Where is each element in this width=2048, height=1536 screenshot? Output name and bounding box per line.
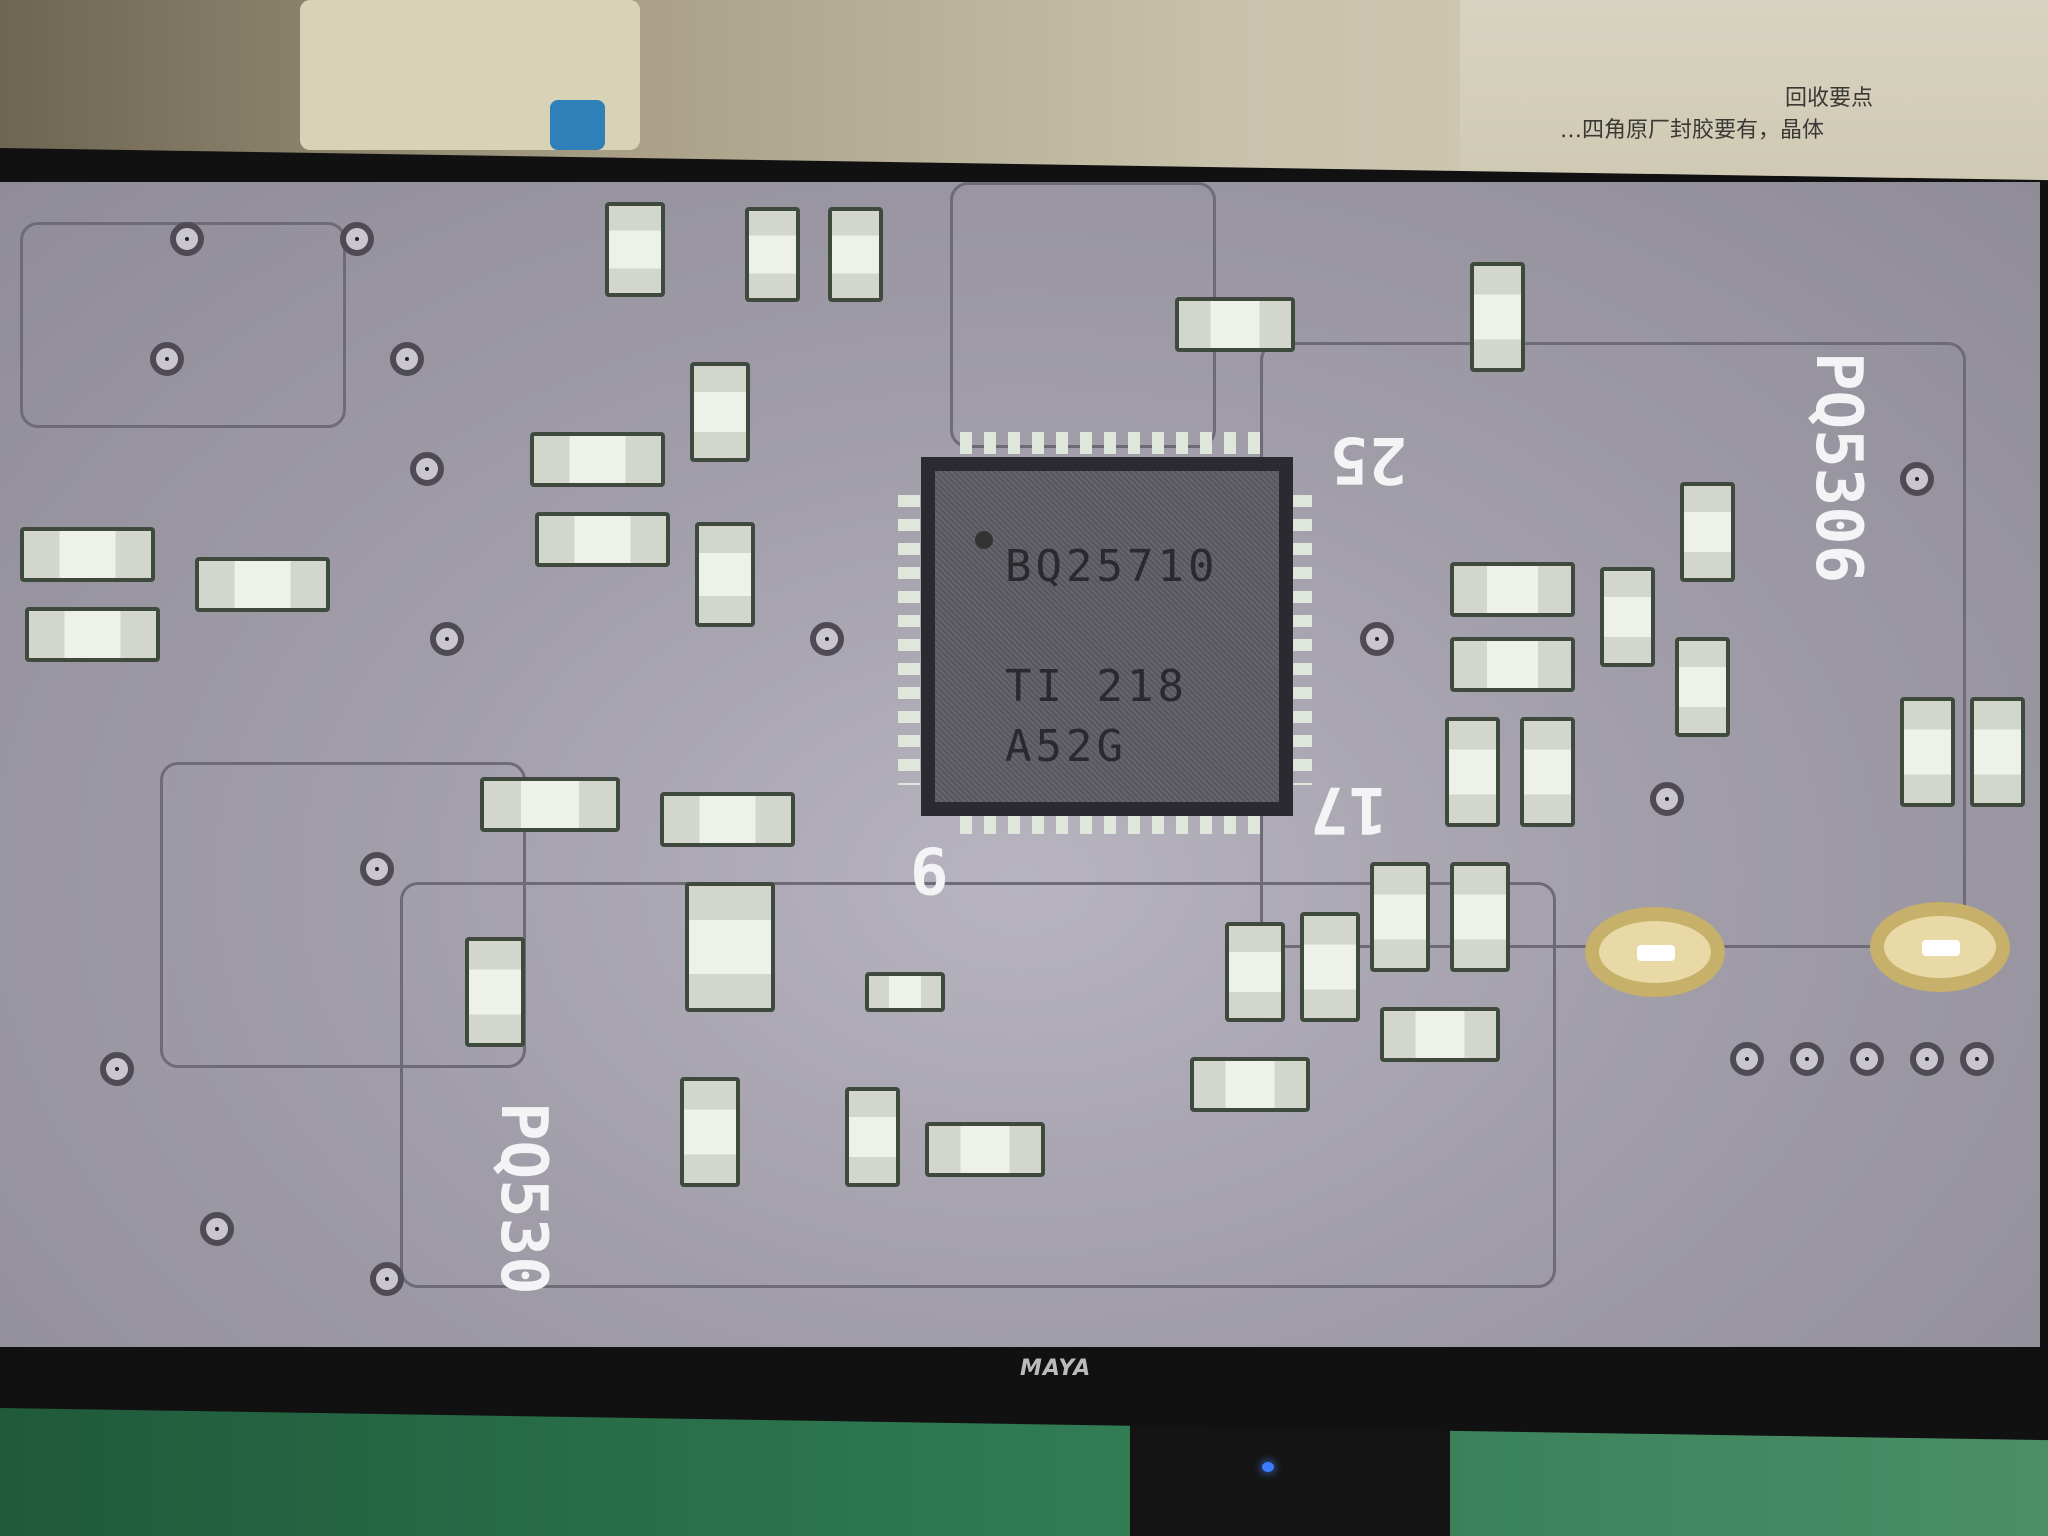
pcb-via bbox=[170, 222, 204, 256]
smd-component bbox=[480, 777, 620, 832]
paper-text-line: …四角原厂封胶要有，晶体 bbox=[1560, 118, 1825, 143]
smd-component bbox=[530, 432, 665, 487]
pcb-via bbox=[1900, 462, 1934, 496]
smd-component bbox=[1225, 922, 1285, 1022]
smd-component bbox=[1450, 562, 1575, 617]
smd-component bbox=[845, 1087, 900, 1187]
smd-component bbox=[1450, 637, 1575, 692]
pcb-via bbox=[150, 342, 184, 376]
pcb-via bbox=[200, 1212, 234, 1246]
smd-component bbox=[660, 792, 795, 847]
smd-component bbox=[865, 972, 945, 1012]
power-led bbox=[1262, 1462, 1274, 1472]
pcb-via bbox=[1960, 1042, 1994, 1076]
ic-chip-bq25710: BQ25710 TI 218 A52G bbox=[921, 457, 1293, 816]
smd-component bbox=[1175, 297, 1295, 352]
smd-component bbox=[465, 937, 525, 1047]
smd-component bbox=[685, 882, 775, 1012]
smd-component bbox=[828, 207, 883, 302]
silkscreen-ref-right: PQ5306 bbox=[1801, 352, 1875, 584]
pcb-via bbox=[1850, 1042, 1884, 1076]
chip-pins-top bbox=[960, 432, 1260, 454]
pcb-via bbox=[100, 1052, 134, 1086]
chip-pins-right bbox=[1290, 495, 1312, 785]
power-strip-switch bbox=[550, 100, 605, 150]
chip-marking-line2: TI 218 bbox=[1005, 661, 1188, 712]
smd-component bbox=[690, 362, 750, 462]
pcb-via bbox=[1730, 1042, 1764, 1076]
smd-component bbox=[1300, 912, 1360, 1022]
smd-component bbox=[1900, 697, 1955, 807]
smd-component bbox=[1380, 1007, 1500, 1062]
chip-marking-line3: A52G bbox=[1005, 721, 1127, 772]
silkscreen-pin-9: 9 bbox=[910, 832, 949, 906]
monitor-logo: MAYA bbox=[1020, 1356, 1092, 1381]
smd-component bbox=[195, 557, 330, 612]
pcb-via bbox=[430, 622, 464, 656]
pcb-trace bbox=[160, 762, 526, 1068]
wall-paper-notice bbox=[1460, 0, 2048, 200]
smd-component bbox=[25, 607, 160, 662]
pcb-via bbox=[390, 342, 424, 376]
pcb-via bbox=[340, 222, 374, 256]
smd-component bbox=[535, 512, 670, 567]
pcb-via bbox=[410, 452, 444, 486]
pcb-via bbox=[360, 852, 394, 886]
pcb-via bbox=[370, 1262, 404, 1296]
smd-component bbox=[1190, 1057, 1310, 1112]
smd-component bbox=[1970, 697, 2025, 807]
smd-component bbox=[20, 527, 155, 582]
smd-component bbox=[1370, 862, 1430, 972]
pcb-via bbox=[1790, 1042, 1824, 1076]
smd-component bbox=[1675, 637, 1730, 737]
smd-component bbox=[1600, 567, 1655, 667]
smd-component bbox=[1680, 482, 1735, 582]
pcb-oval-pad bbox=[1585, 907, 1725, 997]
chip-pins-bottom bbox=[960, 812, 1260, 834]
pcb-trace bbox=[400, 882, 1556, 1288]
paper-title: 回收要点 bbox=[1785, 86, 1874, 111]
pcb-via bbox=[1360, 622, 1394, 656]
smd-component bbox=[695, 522, 755, 627]
smd-component bbox=[925, 1122, 1045, 1177]
silkscreen-ref-left: PQ530 bbox=[486, 1102, 560, 1295]
silkscreen-pin-17: 17 bbox=[1310, 772, 1388, 846]
chip-pin1-marker bbox=[975, 531, 993, 549]
smd-component bbox=[1470, 262, 1525, 372]
chip-marking-line1: BQ25710 bbox=[1005, 541, 1219, 592]
pcb-via bbox=[810, 622, 844, 656]
smd-component bbox=[680, 1077, 740, 1187]
smd-component bbox=[1520, 717, 1575, 827]
smd-component bbox=[745, 207, 800, 302]
smd-component bbox=[1445, 717, 1500, 827]
pcb-via bbox=[1910, 1042, 1944, 1076]
silkscreen-pin-25: 25 bbox=[1330, 422, 1408, 496]
pcb-via bbox=[1650, 782, 1684, 816]
smd-component bbox=[605, 202, 665, 297]
smd-component bbox=[1450, 862, 1510, 972]
pcb-oval-pad bbox=[1870, 902, 2010, 992]
chip-pins-left bbox=[898, 495, 920, 785]
